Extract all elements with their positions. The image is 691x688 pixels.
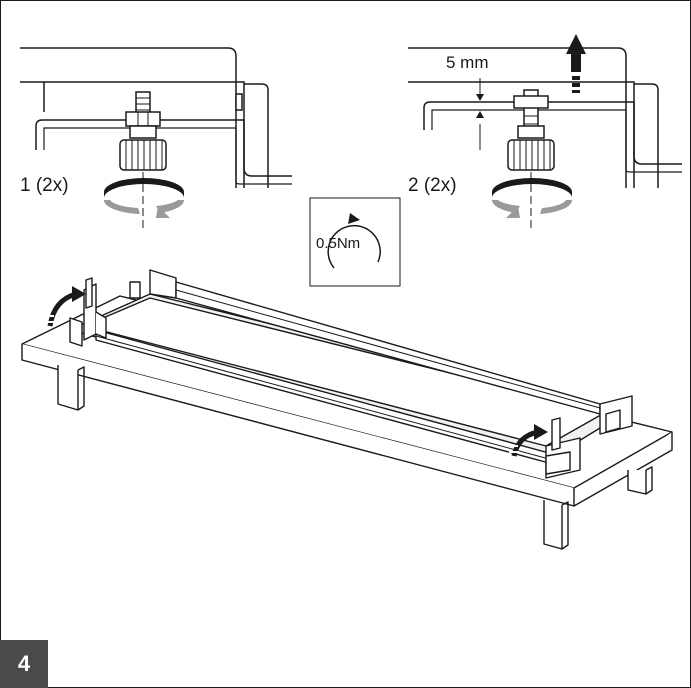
torque-label: 0.5Nm (316, 235, 361, 252)
detail-left-illustration (20, 47, 292, 230)
cabinet-frame-illustration (21, 269, 673, 550)
torque-box (309, 197, 401, 287)
dimension-arrow-up (476, 111, 484, 118)
step-number-badge: 4 (0, 640, 48, 688)
gap-dimension-label: 5 mm (446, 53, 489, 72)
rotate-arrow-left (103, 178, 185, 218)
rotate-arrow-right (491, 178, 573, 218)
lift-arrow-icon (566, 34, 586, 93)
step-1-label: 1 (2x) (20, 175, 69, 196)
lift-arrow-left-end (45, 286, 86, 327)
step-2-label: 2 (2x) (408, 175, 457, 196)
detail-right-illustration (408, 47, 682, 230)
dimension-arrow-down (476, 94, 484, 101)
lift-arrow-right-end (509, 424, 548, 457)
